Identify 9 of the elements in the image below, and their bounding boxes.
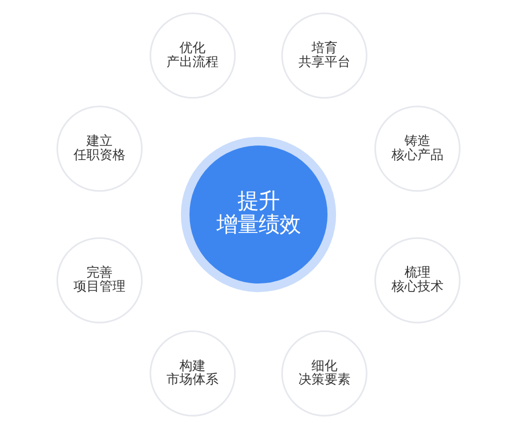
node-circle: 提升增量绩效 [180,136,336,292]
node-circle: 培育共享平台 [280,12,367,98]
node-circle: 建立任职资格 [56,105,142,192]
node-circle: 优化产出流程 [149,12,236,98]
node-circle: 完善项目管理 [56,236,142,323]
node-circle: 细化决策要素 [280,330,367,416]
node-circle: 梳理核心技术 [374,236,460,323]
node-circle: 铸造核心产品 [374,105,460,192]
node-circle: 构建市场体系 [149,330,236,416]
